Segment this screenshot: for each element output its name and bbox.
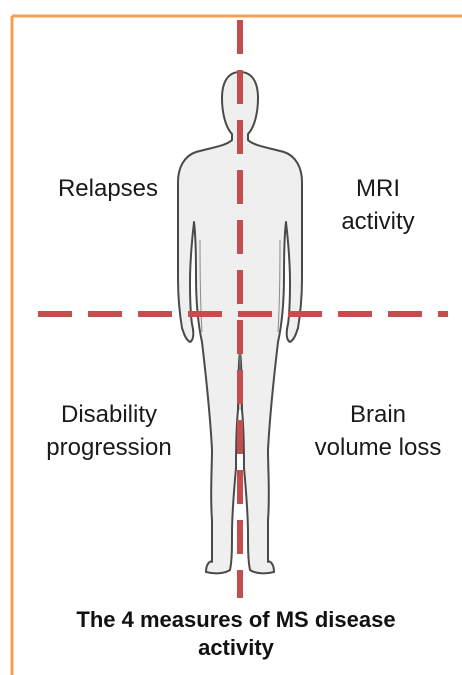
label-disability-progression-line-1: Disability xyxy=(20,398,198,431)
caption-line-1: The 4 measures of MS disease xyxy=(30,606,442,634)
label-relapses: Relapses xyxy=(28,172,188,205)
label-mri-activity-line-1: MRI xyxy=(318,172,438,205)
label-brain-volume-loss-line-2: volume loss xyxy=(298,431,458,464)
caption: The 4 measures of MS disease activity xyxy=(30,606,442,662)
label-mri-activity: MRI activity xyxy=(318,172,438,238)
label-disability-progression: Disability progression xyxy=(20,398,198,464)
label-brain-volume-loss: Brain volume loss xyxy=(298,398,458,464)
label-relapses-line-1: Relapses xyxy=(28,172,188,205)
caption-line-2: activity xyxy=(30,634,442,662)
label-mri-activity-line-2: activity xyxy=(318,205,438,238)
label-brain-volume-loss-line-1: Brain xyxy=(298,398,458,431)
label-disability-progression-line-2: progression xyxy=(20,431,198,464)
